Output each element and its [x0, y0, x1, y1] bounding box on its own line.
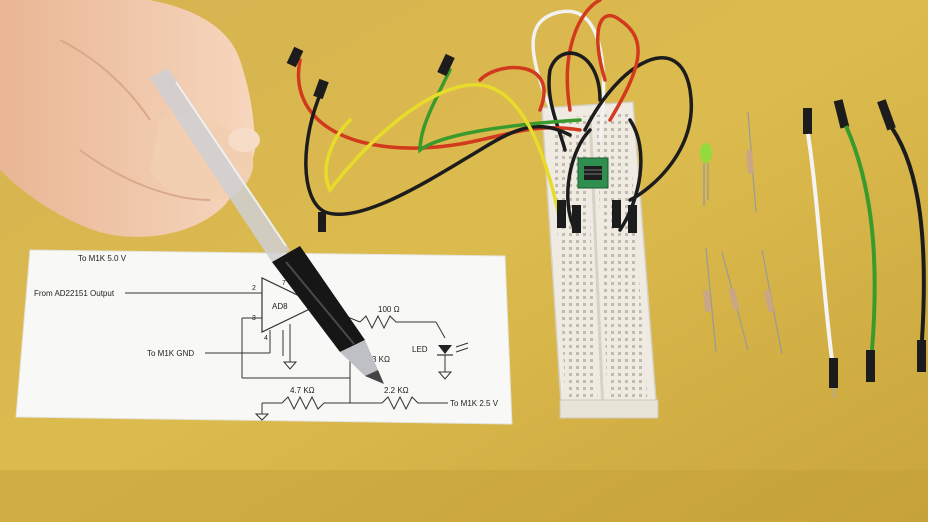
- breadboard-base: [559, 399, 659, 419]
- jumper-wire-green: [833, 99, 877, 382]
- wires-on-breadboard: [531, 0, 694, 232]
- breadboard: [541, 101, 659, 419]
- table-edge-shadow: [0, 470, 928, 522]
- resistor-icon-4: [761, 249, 783, 355]
- resistor-icon-3: [721, 251, 749, 351]
- led-icon: [700, 143, 712, 206]
- label-r47: 4.7 KΩ: [290, 386, 315, 395]
- ic-chip: [577, 157, 609, 189]
- label-r100: 100 Ω: [378, 305, 400, 314]
- label-r22: 2.2 KΩ: [384, 386, 409, 395]
- jumper-connectors: [286, 46, 637, 233]
- resistor-icon-1: [746, 111, 757, 213]
- jumper-wire-white: [803, 108, 838, 398]
- pen-icon: [150, 68, 384, 384]
- opamp-symbol: [261, 277, 320, 333]
- pin2-label: 2: [252, 285, 256, 292]
- resistor-icon-2: [703, 247, 717, 353]
- pin4-label: 4: [264, 335, 268, 342]
- wires-loose: [296, 58, 582, 222]
- schematic-paper: To M1K 5.0 V From AD22151 Output AD8 2 3…: [15, 249, 513, 425]
- label-input: From AD22151 Output: [34, 289, 115, 298]
- resistor-2k2: [381, 395, 448, 411]
- resistor-4k7: [281, 395, 382, 411]
- jumper-wire-black: [877, 99, 926, 372]
- label-r-mid: 3 KΩ: [372, 355, 390, 364]
- label-led: LED: [412, 345, 428, 354]
- pin7-label: 7: [282, 280, 286, 287]
- opamp-label: AD8: [272, 302, 288, 311]
- label-output: To M1K 2.5 V: [450, 399, 499, 408]
- resistor-100: [359, 314, 436, 330]
- label-gnd: To M1K GND: [147, 349, 194, 358]
- led-symbol: [438, 345, 452, 354]
- label-top-supply: To M1K 5.0 V: [78, 254, 127, 263]
- hand-icon: [0, 0, 260, 237]
